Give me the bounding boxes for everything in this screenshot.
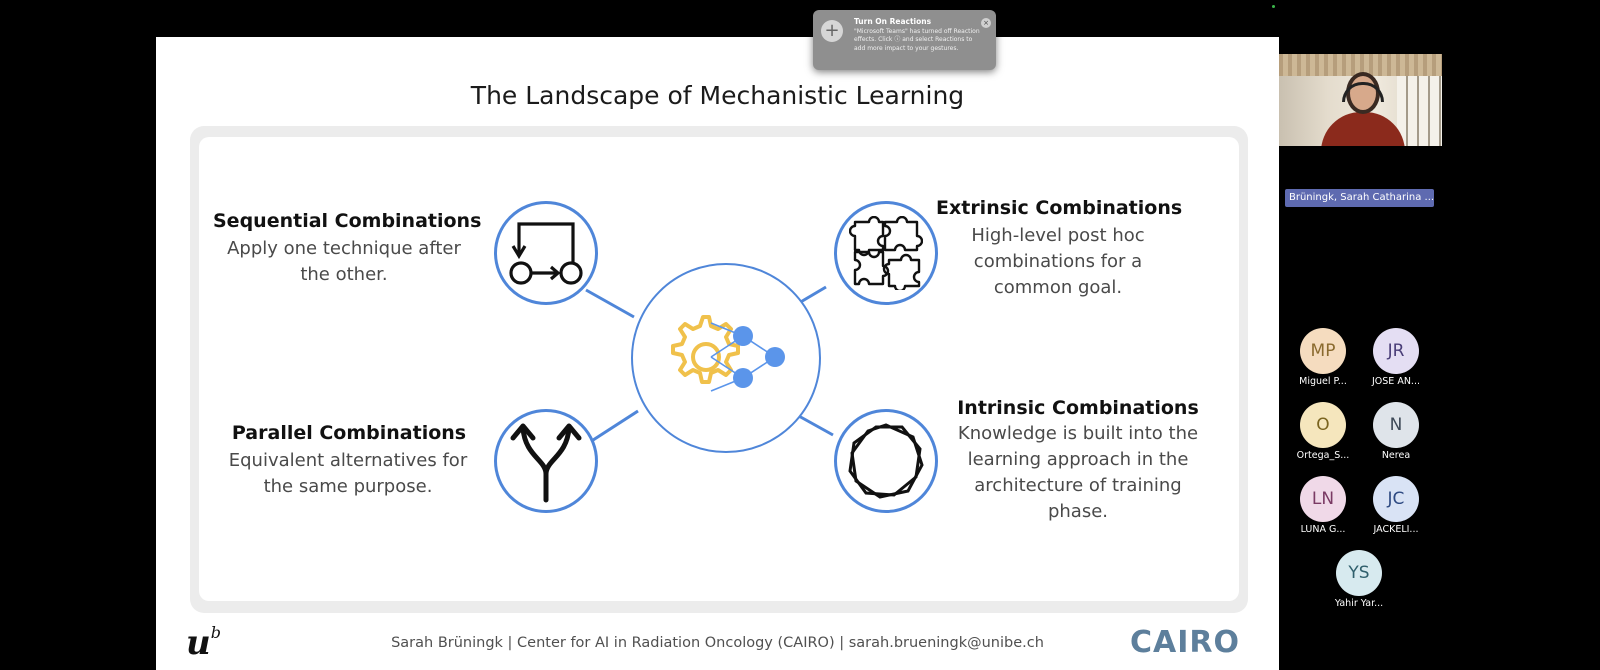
intrinsic-description: Knowledge is built into the learning app… xyxy=(957,423,1199,522)
intrinsic-title: Intrinsic Combinations xyxy=(957,397,1199,419)
notification-body: "Microsoft Teams" has turned off Reactio… xyxy=(854,28,980,52)
parallel-description: Equivalent alternatives for the same pur… xyxy=(228,450,468,497)
close-icon[interactable]: × xyxy=(981,18,991,28)
participant-name: JOSE AN... xyxy=(1372,376,1420,387)
participant-name: Nerea xyxy=(1381,450,1411,461)
reactions-notification[interactable]: + Turn On Reactions "Microsoft Teams" ha… xyxy=(813,10,996,70)
avatar: JC xyxy=(1373,476,1419,522)
participant-name: Ortega_S... xyxy=(1296,450,1350,461)
sequential-flow-icon xyxy=(509,222,583,285)
avatar: LN xyxy=(1300,476,1346,522)
participant-name: Miguel P... xyxy=(1299,376,1347,387)
fork-arrows-icon xyxy=(510,423,582,503)
plus-icon: + xyxy=(821,20,843,42)
parallel-title: Parallel Combinations xyxy=(231,422,467,444)
participant-name: LUNA G... xyxy=(1300,524,1346,535)
puzzle-icon xyxy=(849,216,923,290)
participant-tile[interactable]: JR JOSE AN... xyxy=(1364,328,1428,387)
avatar: MP xyxy=(1300,328,1346,374)
participant-name: Yahir Yar... xyxy=(1334,598,1384,609)
intrinsic-icon-circle xyxy=(834,409,938,513)
participant-tile[interactable]: JC JACKELI... xyxy=(1364,476,1428,535)
avatar: YS xyxy=(1336,550,1382,596)
center-hub-circle xyxy=(631,263,821,453)
avatar: JR xyxy=(1373,328,1419,374)
participant-tile[interactable]: O Ortega_S... xyxy=(1291,402,1355,461)
gear-network-icon xyxy=(671,315,785,392)
speaker-name-badge: Brüningk, Sarah Catharina ... xyxy=(1285,189,1434,207)
participant-name: JACKELI... xyxy=(1373,524,1419,535)
notification-title: Turn On Reactions xyxy=(854,17,932,26)
participant-tile[interactable]: MP Miguel P... xyxy=(1291,328,1355,387)
speaker-video-tile[interactable] xyxy=(1279,54,1442,146)
participant-tile[interactable]: LN LUNA G... xyxy=(1291,476,1355,535)
interlaced-polygon-icon xyxy=(848,423,924,499)
avatar: N xyxy=(1373,402,1419,448)
unibe-logo: ub xyxy=(186,622,221,663)
parallel-icon-circle xyxy=(494,409,598,513)
participant-tile[interactable]: N Nerea xyxy=(1364,402,1428,461)
sequential-description: Apply one technique after the other. xyxy=(227,238,461,285)
participant-tile[interactable]: YS Yahir Yar... xyxy=(1327,550,1391,609)
sequential-title: Sequential Combinations xyxy=(213,210,482,232)
avatar: O xyxy=(1300,402,1346,448)
extrinsic-description: High-level post hoc combinations for a c… xyxy=(971,225,1145,298)
extrinsic-icon-circle xyxy=(834,201,938,305)
presentation-slide: The Landscape of Mechanistic Learning Se… xyxy=(156,37,1279,670)
status-indicator-dot xyxy=(1272,5,1275,8)
slide-title: The Landscape of Mechanistic Learning xyxy=(470,81,965,110)
slide-footer: Sarah Brüningk | Center for AI in Radiat… xyxy=(391,635,1044,651)
extrinsic-title: Extrinsic Combinations xyxy=(936,197,1183,219)
cairo-logo: CAIRO xyxy=(1130,625,1240,660)
sequential-icon-circle xyxy=(494,201,598,305)
